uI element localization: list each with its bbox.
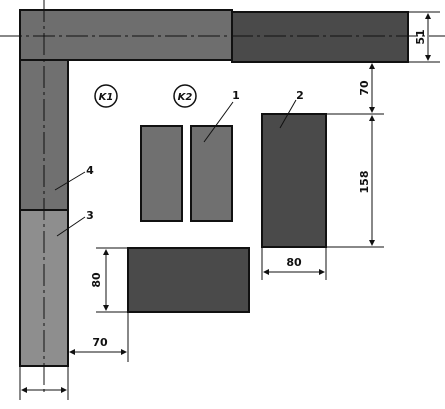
dim-51-text: 51 — [414, 29, 427, 44]
circle-k1 — [94, 84, 118, 108]
block-1a — [140, 125, 183, 222]
part-number-4: 4 — [86, 164, 94, 177]
top-bar-left — [19, 9, 233, 61]
dim-80h-text: 80 — [90, 272, 103, 288]
part-number-1: 1 — [232, 89, 240, 102]
dim-80w-text: 80 — [286, 256, 302, 269]
dim-70v-text: 70 — [358, 80, 371, 96]
circle-k2 — [173, 84, 197, 108]
dim-70h-text: 70 — [92, 336, 108, 349]
leader-3 — [56, 216, 86, 237]
top-bar-right — [231, 11, 409, 63]
block-bottom — [127, 247, 250, 313]
leader-4 — [54, 171, 86, 191]
block-1b — [190, 125, 233, 222]
part-number-3: 3 — [86, 209, 94, 222]
circle-k1-label: K1 — [99, 92, 114, 103]
circle-k2-label: K2 — [178, 92, 193, 103]
dim-158-text: 158 — [358, 171, 371, 194]
leader-2 — [279, 99, 297, 129]
leader-1 — [203, 101, 234, 143]
block-2 — [261, 113, 327, 248]
part-number-2: 2 — [296, 89, 304, 102]
